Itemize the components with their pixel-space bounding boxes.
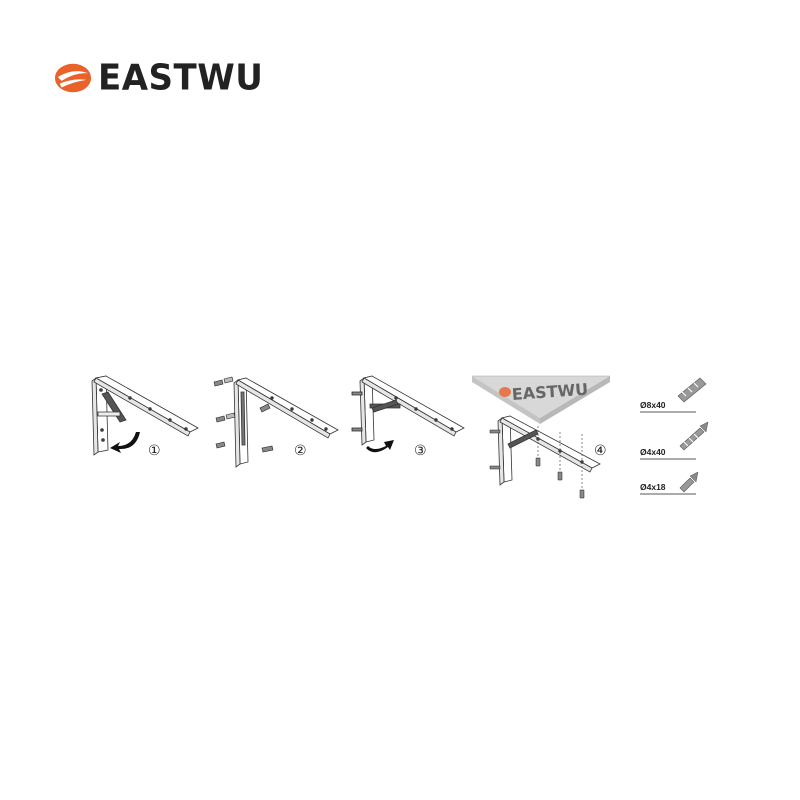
step-1-number: ① — [148, 443, 161, 459]
fold-arrow-icon — [366, 440, 394, 453]
step-3-screws — [351, 391, 363, 432]
brand-logo: EASTWU — [54, 58, 263, 98]
wall-plug-icon — [677, 377, 707, 403]
step-4-shelf-board: EASTWU — [472, 375, 610, 424]
eastwu-logo-icon — [54, 63, 92, 93]
step-2-screws — [213, 376, 274, 453]
brand-name: EASTWU — [98, 57, 264, 99]
step-4-screws — [489, 429, 585, 499]
step-1-bracket — [91, 375, 199, 456]
screw-label-4x40: Ø4x40 — [640, 447, 666, 457]
step-4-bracket — [497, 415, 601, 486]
screw-label-4x18: Ø4x18 — [640, 482, 666, 492]
short-screw-icon — [679, 471, 699, 493]
step-3-number: ③ — [414, 443, 427, 459]
long-screw-icon — [679, 421, 709, 451]
step-4-dashed-lines — [537, 426, 583, 488]
step-2-bracket — [233, 377, 339, 468]
step-3-bracket — [359, 375, 465, 446]
screw-label-8x40: Ø8x40 — [640, 400, 666, 410]
unfold-arrow-icon — [110, 432, 140, 453]
screw-legend: Ø8x40 Ø4x40 Ø4x18 — [640, 377, 709, 495]
step-4-number: ④ — [594, 443, 607, 459]
step-2-number: ② — [294, 443, 307, 459]
